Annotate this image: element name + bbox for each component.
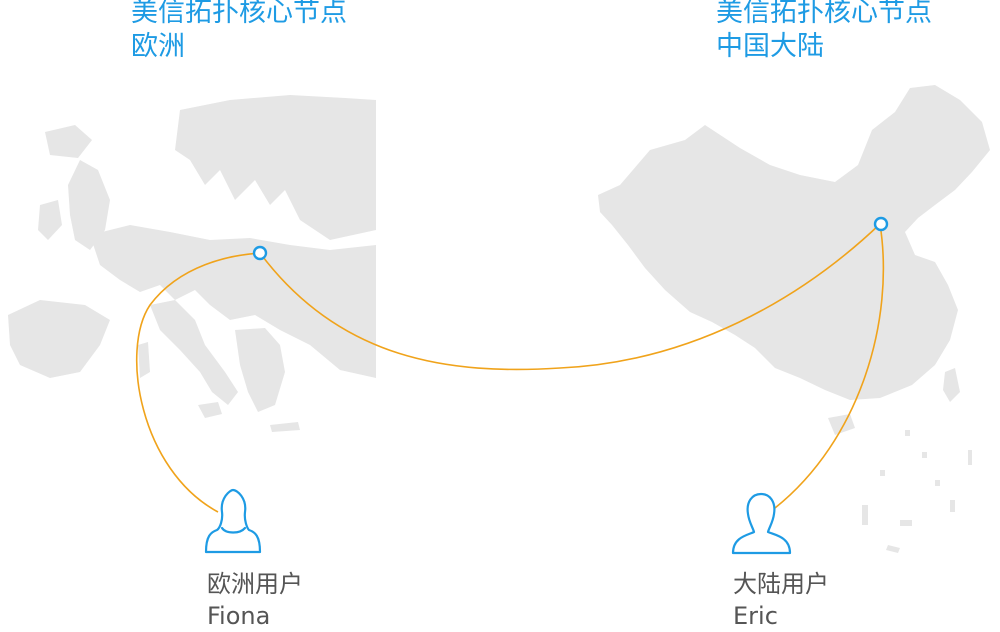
china-user-name: Eric: [733, 602, 778, 630]
europe-user-label: 欧洲用户 Fiona: [207, 568, 303, 632]
china-map: [598, 85, 990, 553]
connection-europe-node-to-china-node: [259, 223, 881, 371]
china-node-region: 中国大陆: [716, 31, 824, 62]
china-user-role: 大陆用户: [733, 570, 829, 598]
europe-user-role: 欧洲用户: [207, 570, 303, 598]
europe-node-icon[interactable]: [252, 245, 268, 261]
europe-node-title: 美信拓扑核心节点: [131, 0, 347, 28]
connection-lines: [135, 223, 885, 513]
male-user-icon[interactable]: [731, 492, 792, 555]
europe-map: [8, 95, 376, 432]
china-user-label: 大陆用户 Eric: [733, 568, 829, 632]
china-node-label: 美信拓扑核心节点 中国大陆: [716, 0, 932, 64]
female-user-icon[interactable]: [204, 488, 262, 554]
europe-user-name: Fiona: [207, 602, 271, 630]
connection-europe-user-to-node: [135, 252, 261, 513]
europe-node-label: 美信拓扑核心节点 欧洲: [131, 0, 347, 64]
europe-node-region: 欧洲: [131, 31, 185, 62]
china-node-title: 美信拓扑核心节点: [716, 0, 932, 28]
china-node-icon[interactable]: [873, 216, 889, 232]
connection-china-node-to-user: [774, 223, 885, 509]
